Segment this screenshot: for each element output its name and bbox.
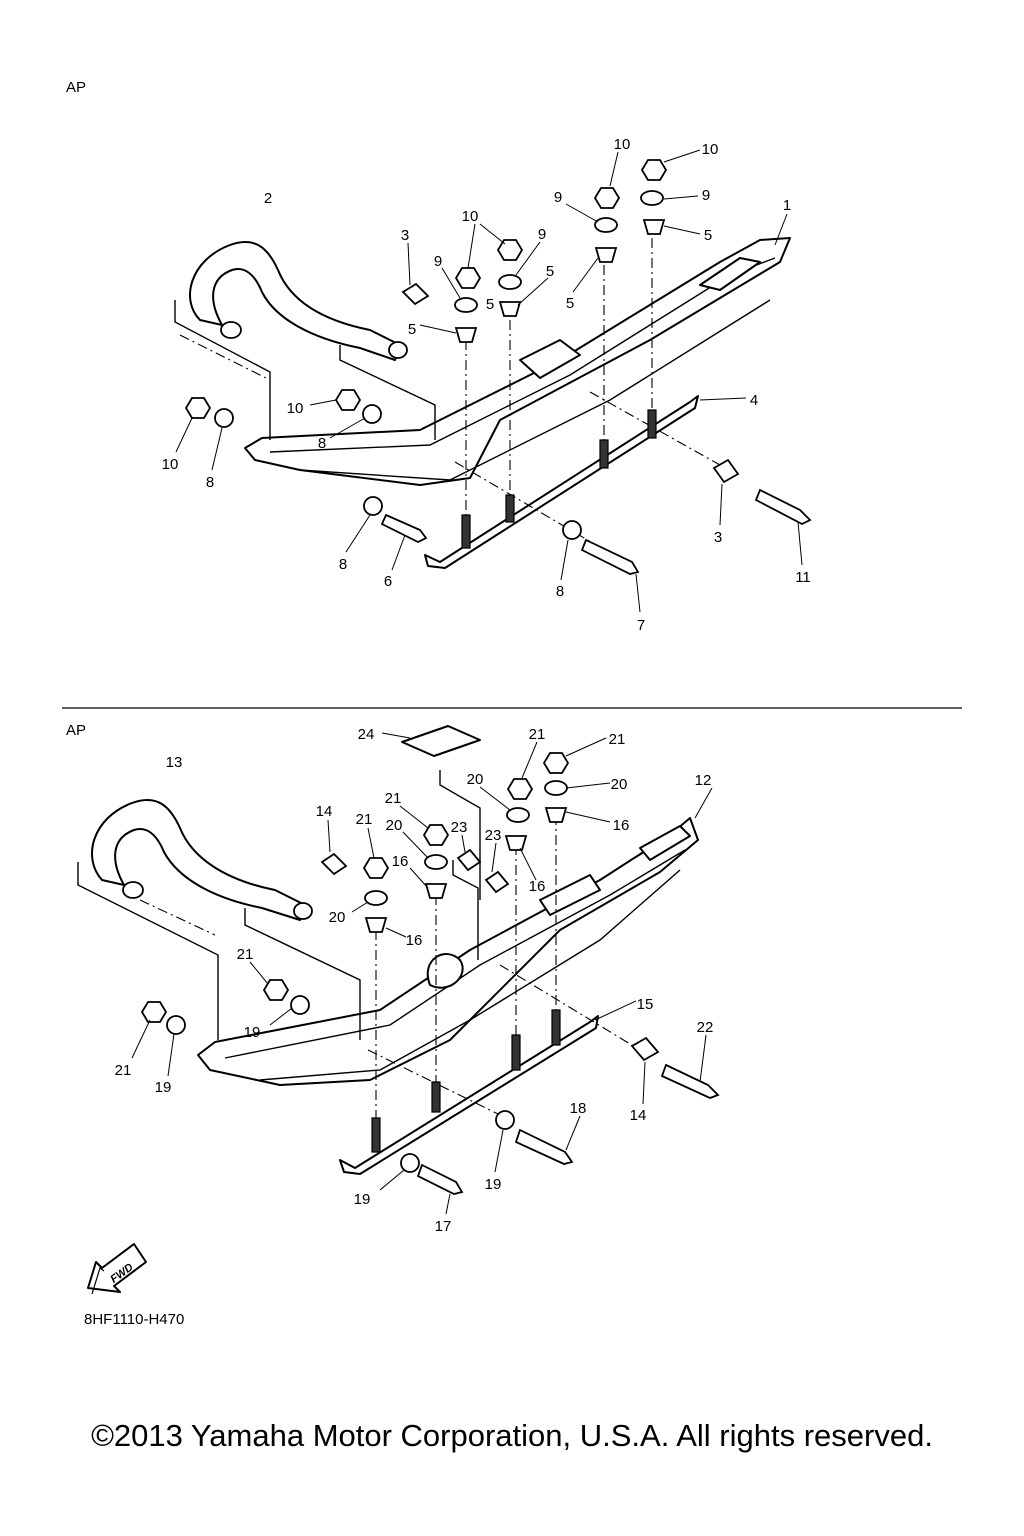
callout-lower-16: 20 <box>329 909 346 926</box>
callout-lower-8: 14 <box>316 803 333 820</box>
callout-upper-22: 8 <box>556 583 564 600</box>
callout-lower-28: 17 <box>435 1218 452 1235</box>
callout-upper-6: 10 <box>462 208 479 225</box>
callout-upper-11: 5 <box>546 263 554 280</box>
leaders-lower <box>131 732 713 1215</box>
callout-upper-3: 9 <box>702 187 710 204</box>
callout-lower-4: 20 <box>467 771 484 788</box>
callout-lower-10: 16 <box>613 817 630 834</box>
callout-upper-21: 8 <box>339 556 347 573</box>
wear-bar-upper <box>424 395 699 569</box>
callout-lower-9: 21 <box>356 811 373 828</box>
leaders-upper <box>175 149 803 613</box>
callout-upper-25: 7 <box>637 617 645 634</box>
fwd-arrow-icon: FWD <box>87 1243 147 1295</box>
diagram-code: 8HF1110-H470 <box>84 1311 184 1328</box>
callout-upper-8: 9 <box>538 226 546 243</box>
callout-lower-21: 19 <box>244 1024 261 1041</box>
callout-lower-5: 20 <box>611 776 628 793</box>
callout-upper-0: 10 <box>614 136 631 153</box>
callout-upper-5: 2 <box>264 190 272 207</box>
hardware-lower <box>140 752 720 1195</box>
callout-lower-15: 16 <box>529 878 546 895</box>
ski-body-lower <box>197 817 699 1086</box>
callout-lower-3: 13 <box>166 754 183 771</box>
upper-assembly: AP <box>66 79 812 634</box>
callout-upper-19: 8 <box>206 474 214 491</box>
hardware-upper <box>184 159 812 575</box>
callout-lower-12: 23 <box>451 819 468 836</box>
callout-lower-26: 19 <box>485 1176 502 1193</box>
lower-assembly: AP <box>66 722 720 1235</box>
callout-lower-7: 21 <box>385 790 402 807</box>
callout-lower-14: 16 <box>392 853 409 870</box>
callout-lower-27: 19 <box>354 1191 371 1208</box>
callout-upper-20: 3 <box>714 529 722 546</box>
callout-upper-24: 11 <box>795 569 811 586</box>
callout-lower-25: 14 <box>630 1107 647 1124</box>
callout-upper-10: 9 <box>434 253 442 270</box>
ski-loop-lower <box>91 798 313 921</box>
callout-upper-1: 10 <box>702 141 719 158</box>
callout-upper-14: 5 <box>408 321 416 338</box>
callout-upper-18: 10 <box>162 456 179 473</box>
section-tag-upper: AP <box>66 79 86 96</box>
callout-upper-12: 5 <box>566 295 574 312</box>
callout-upper-16: 10 <box>287 400 304 417</box>
callouts-upper: 10 10 9 9 1 2 10 3 9 5 9 5 5 5 5 4 10 8 … <box>162 136 811 634</box>
callout-upper-2: 9 <box>554 189 562 206</box>
copyright-notice: ©2013 Yamaha Motor Corporation, U.S.A. A… <box>91 1418 933 1453</box>
callout-upper-23: 6 <box>384 573 392 590</box>
callout-lower-2: 21 <box>609 731 626 748</box>
callout-upper-17: 8 <box>318 435 326 452</box>
callout-upper-7: 3 <box>401 227 409 244</box>
callout-lower-17: 16 <box>406 932 423 949</box>
callout-lower-0: 24 <box>358 726 375 743</box>
callout-lower-24: 18 <box>570 1100 587 1117</box>
callout-lower-23: 19 <box>155 1079 172 1096</box>
callout-upper-9: 5 <box>704 227 712 244</box>
callout-upper-13: 5 <box>486 296 494 313</box>
callout-lower-6: 12 <box>695 772 712 789</box>
callout-lower-22: 21 <box>115 1062 132 1079</box>
ski-loop-upper <box>189 240 408 361</box>
callout-upper-4: 1 <box>783 197 791 214</box>
callout-lower-19: 15 <box>637 996 654 1013</box>
wear-bar-lower <box>339 1015 599 1175</box>
callout-lower-11: 20 <box>386 817 403 834</box>
callout-lower-20: 22 <box>697 1019 714 1036</box>
callout-lower-18: 21 <box>237 946 254 963</box>
callout-lower-1: 21 <box>529 726 546 743</box>
callouts-lower: 24 21 21 13 20 20 12 21 14 21 16 20 23 2… <box>115 726 714 1235</box>
ski-body-upper <box>244 237 791 486</box>
callout-upper-15: 4 <box>750 392 758 409</box>
callout-lower-13: 23 <box>485 827 502 844</box>
flap-item-24 <box>401 725 481 757</box>
section-tag-lower: AP <box>66 722 86 739</box>
